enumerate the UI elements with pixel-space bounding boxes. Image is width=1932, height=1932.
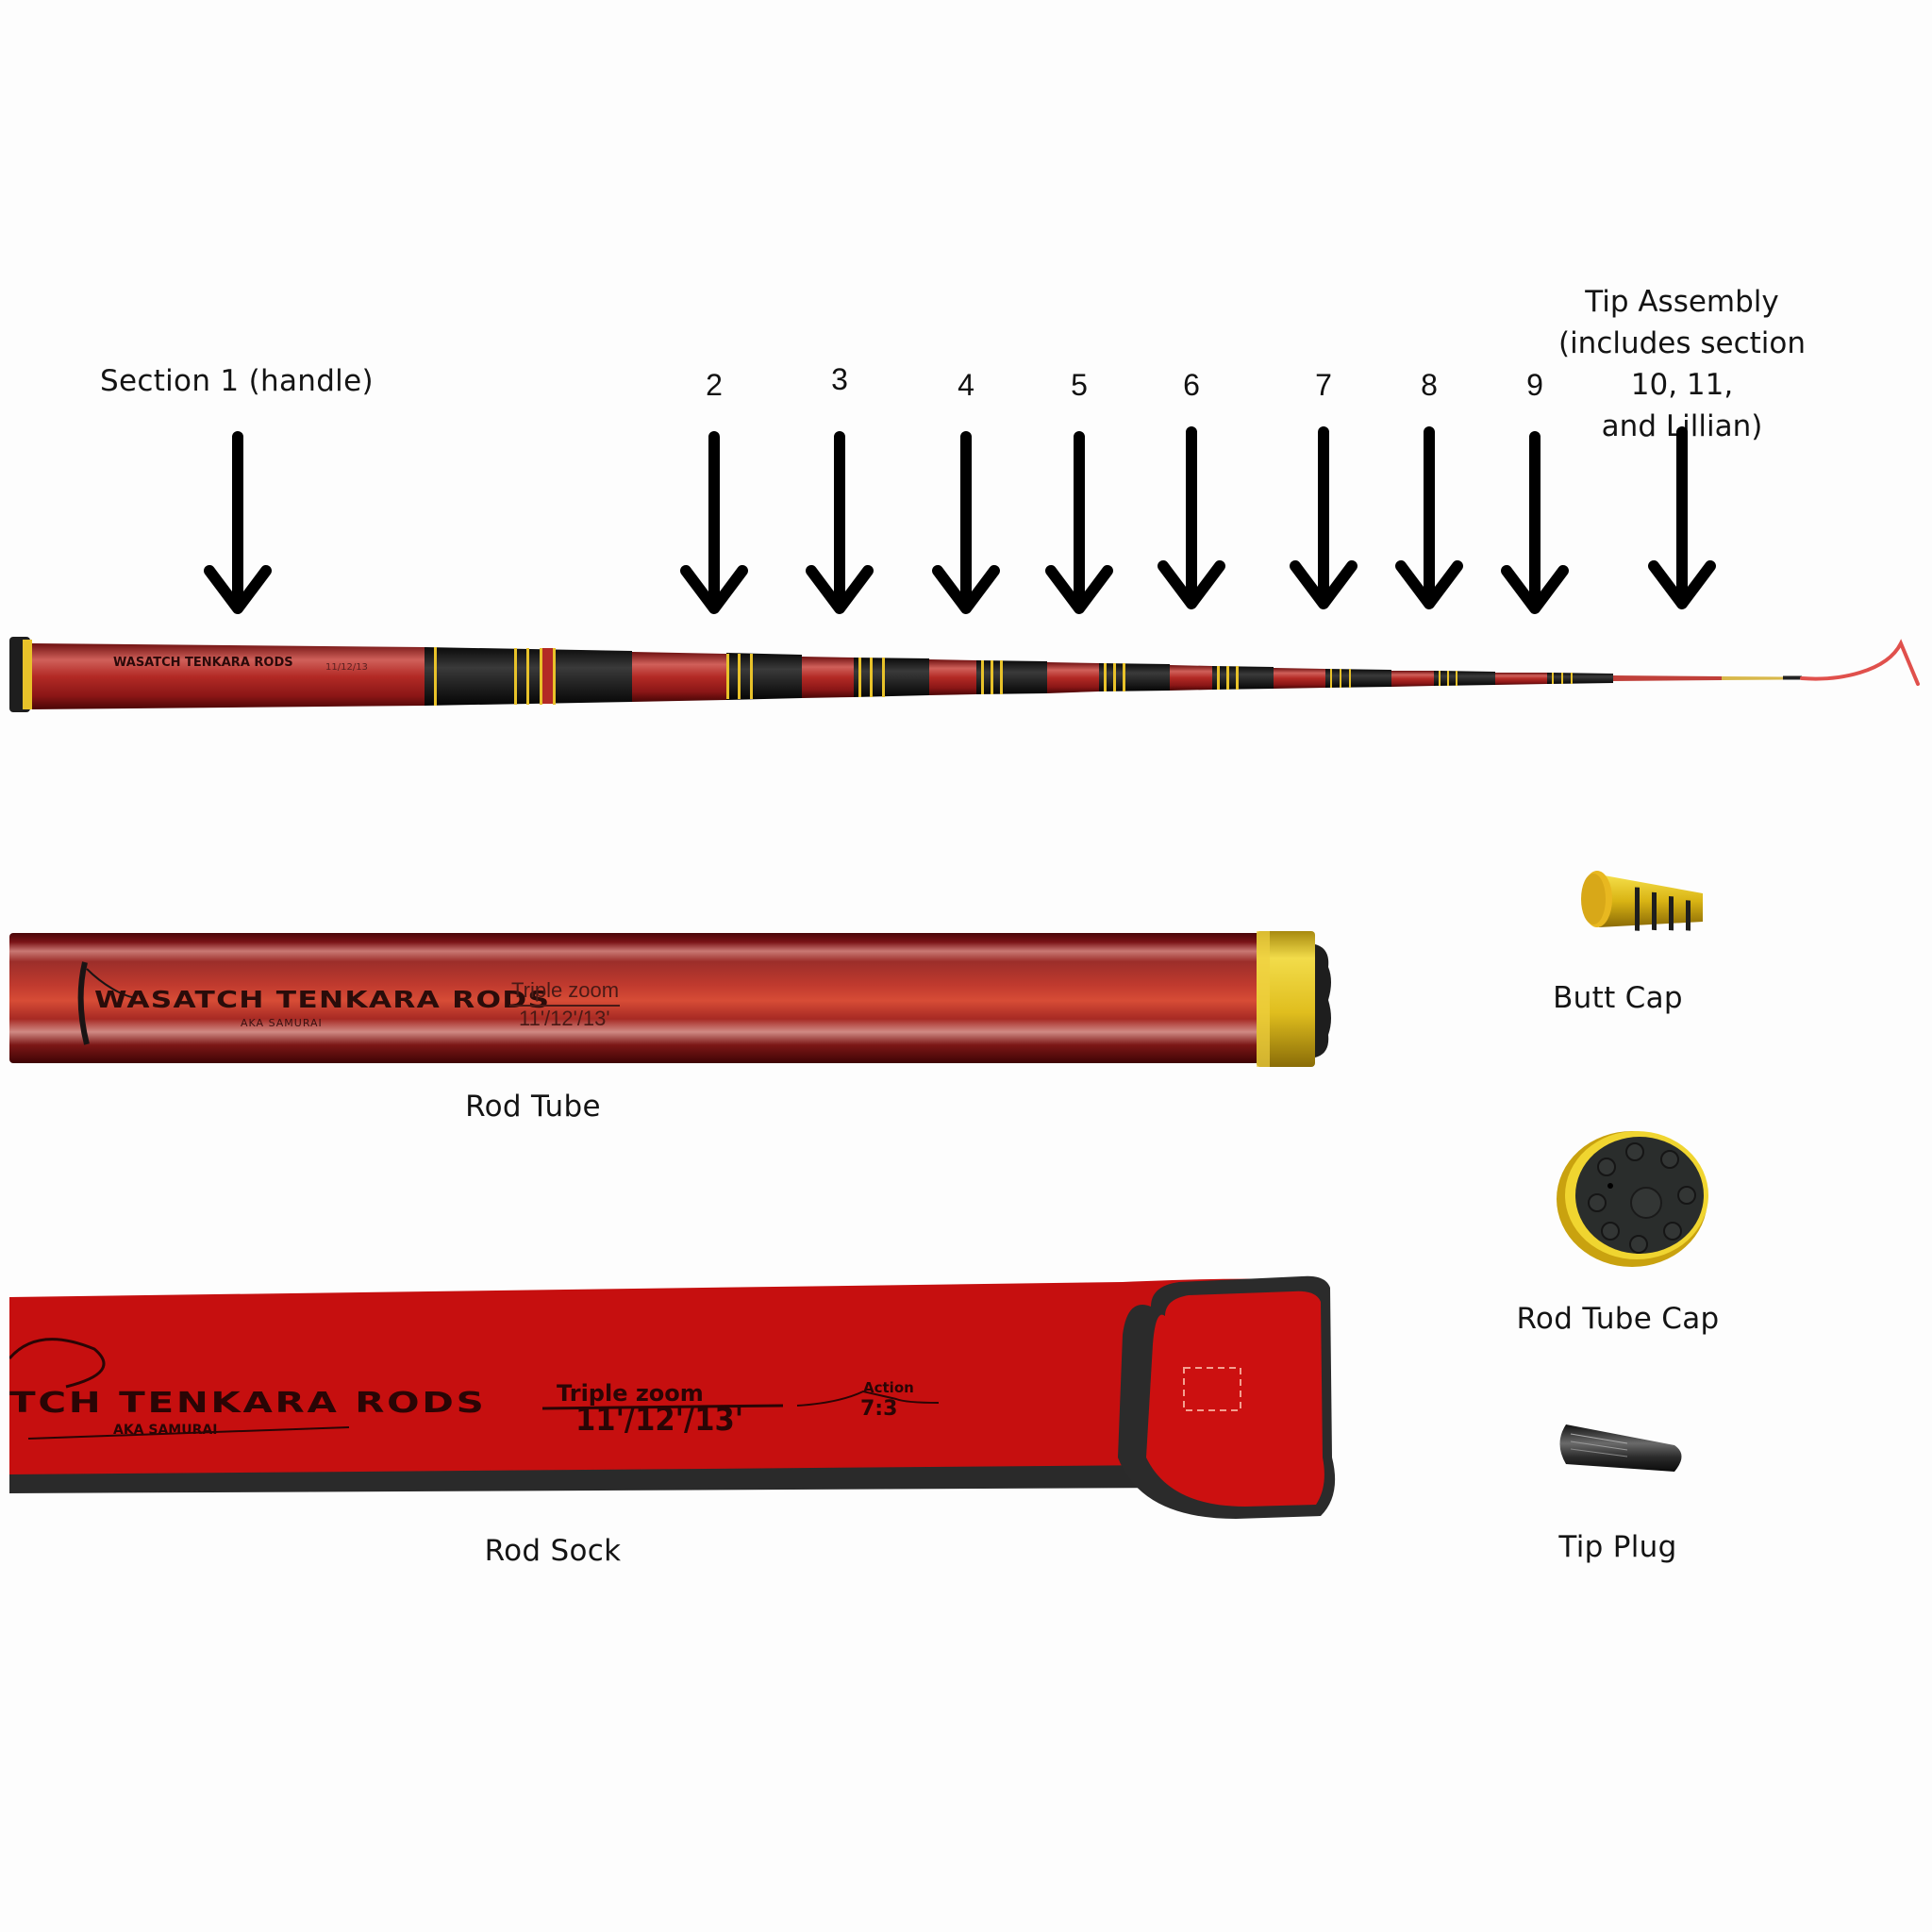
rod-sock-label: Rod Sock [484, 1534, 622, 1568]
arrow-down-icon [1286, 425, 1361, 613]
rod-tube-lengths: 11'/12'/13' [509, 1005, 620, 1031]
section-7-label: 7 [1315, 368, 1332, 402]
section-1-label: Section 1 (handle) [100, 364, 374, 398]
svg-text:WASATCH TENKARA RODS: WASATCH TENKARA RODS [113, 656, 293, 670]
section-6-label: 6 [1183, 368, 1200, 402]
tenkara-rod: WASATCH TENKARA RODS 11/12/13 [9, 632, 1924, 726]
rod-tube-body [9, 933, 1264, 1063]
rod-tube-end-cap [1257, 929, 1332, 1071]
svg-text:11/12/13: 11/12/13 [325, 662, 368, 673]
arrow-down-icon [676, 429, 752, 618]
butt-cap [1561, 863, 1712, 942]
section-9-label: 9 [1526, 368, 1543, 402]
rod-tube-cap-label: Rod Tube Cap [1516, 1302, 1720, 1336]
rod-sock-brand: TCH TENKARA RODS [9, 1387, 487, 1420]
angler-logo-icon [77, 961, 132, 1045]
butt-cap-label: Butt Cap [1553, 981, 1683, 1015]
rod-tube-subtitle: AKA SAMURAI [241, 1017, 323, 1029]
rod-sock-subtitle: AKA SAMURAI [113, 1423, 218, 1438]
rod-tube-model: Triple zoom [511, 978, 620, 1002]
section-4-label: 4 [958, 368, 974, 402]
arrow-down-icon [1041, 429, 1117, 618]
arrow-down-icon [1497, 429, 1573, 618]
tip-assembly-detail-1: (includes section 10, 11, [1557, 326, 1807, 402]
section-2-label: 2 [706, 368, 723, 402]
rod-tube-brand: WASATCH TENKARA RODS [94, 986, 551, 1013]
rod-sock-lengths: 11'/12'/13' [575, 1401, 744, 1439]
section-5-label: 5 [1071, 368, 1088, 402]
rod-tube-label: Rod Tube [465, 1090, 601, 1124]
tip-plug [1552, 1415, 1693, 1494]
arrow-down-icon [1154, 425, 1229, 613]
rod-sock-action-value: 7:3 [860, 1397, 898, 1421]
rod-sock-action-label: Action [863, 1379, 914, 1396]
section-3-label: 3 [831, 362, 848, 396]
arrow-down-icon [1644, 425, 1720, 613]
tip-plug-label: Tip Plug [1558, 1530, 1677, 1564]
arrow-down-icon [200, 429, 275, 618]
arrow-down-icon [1391, 425, 1467, 613]
rod-sock: TCH TENKARA RODS AKA SAMURAI Triple zoom… [9, 1269, 1349, 1524]
rod-tube: WASATCH TENKARA RODS AKA SAMURAI Triple … [9, 929, 1331, 1071]
tip-assembly-title: Tip Assembly [1585, 285, 1779, 319]
section-8-label: 8 [1421, 368, 1438, 402]
tip-assembly-label: Tip Assembly (includes section 10, 11, a… [1557, 281, 1807, 447]
rod-sock-model: Triple zoom [557, 1380, 704, 1407]
arrow-down-icon [802, 429, 877, 618]
rod-tube-cap [1552, 1125, 1712, 1271]
arrow-down-icon [928, 429, 1004, 618]
